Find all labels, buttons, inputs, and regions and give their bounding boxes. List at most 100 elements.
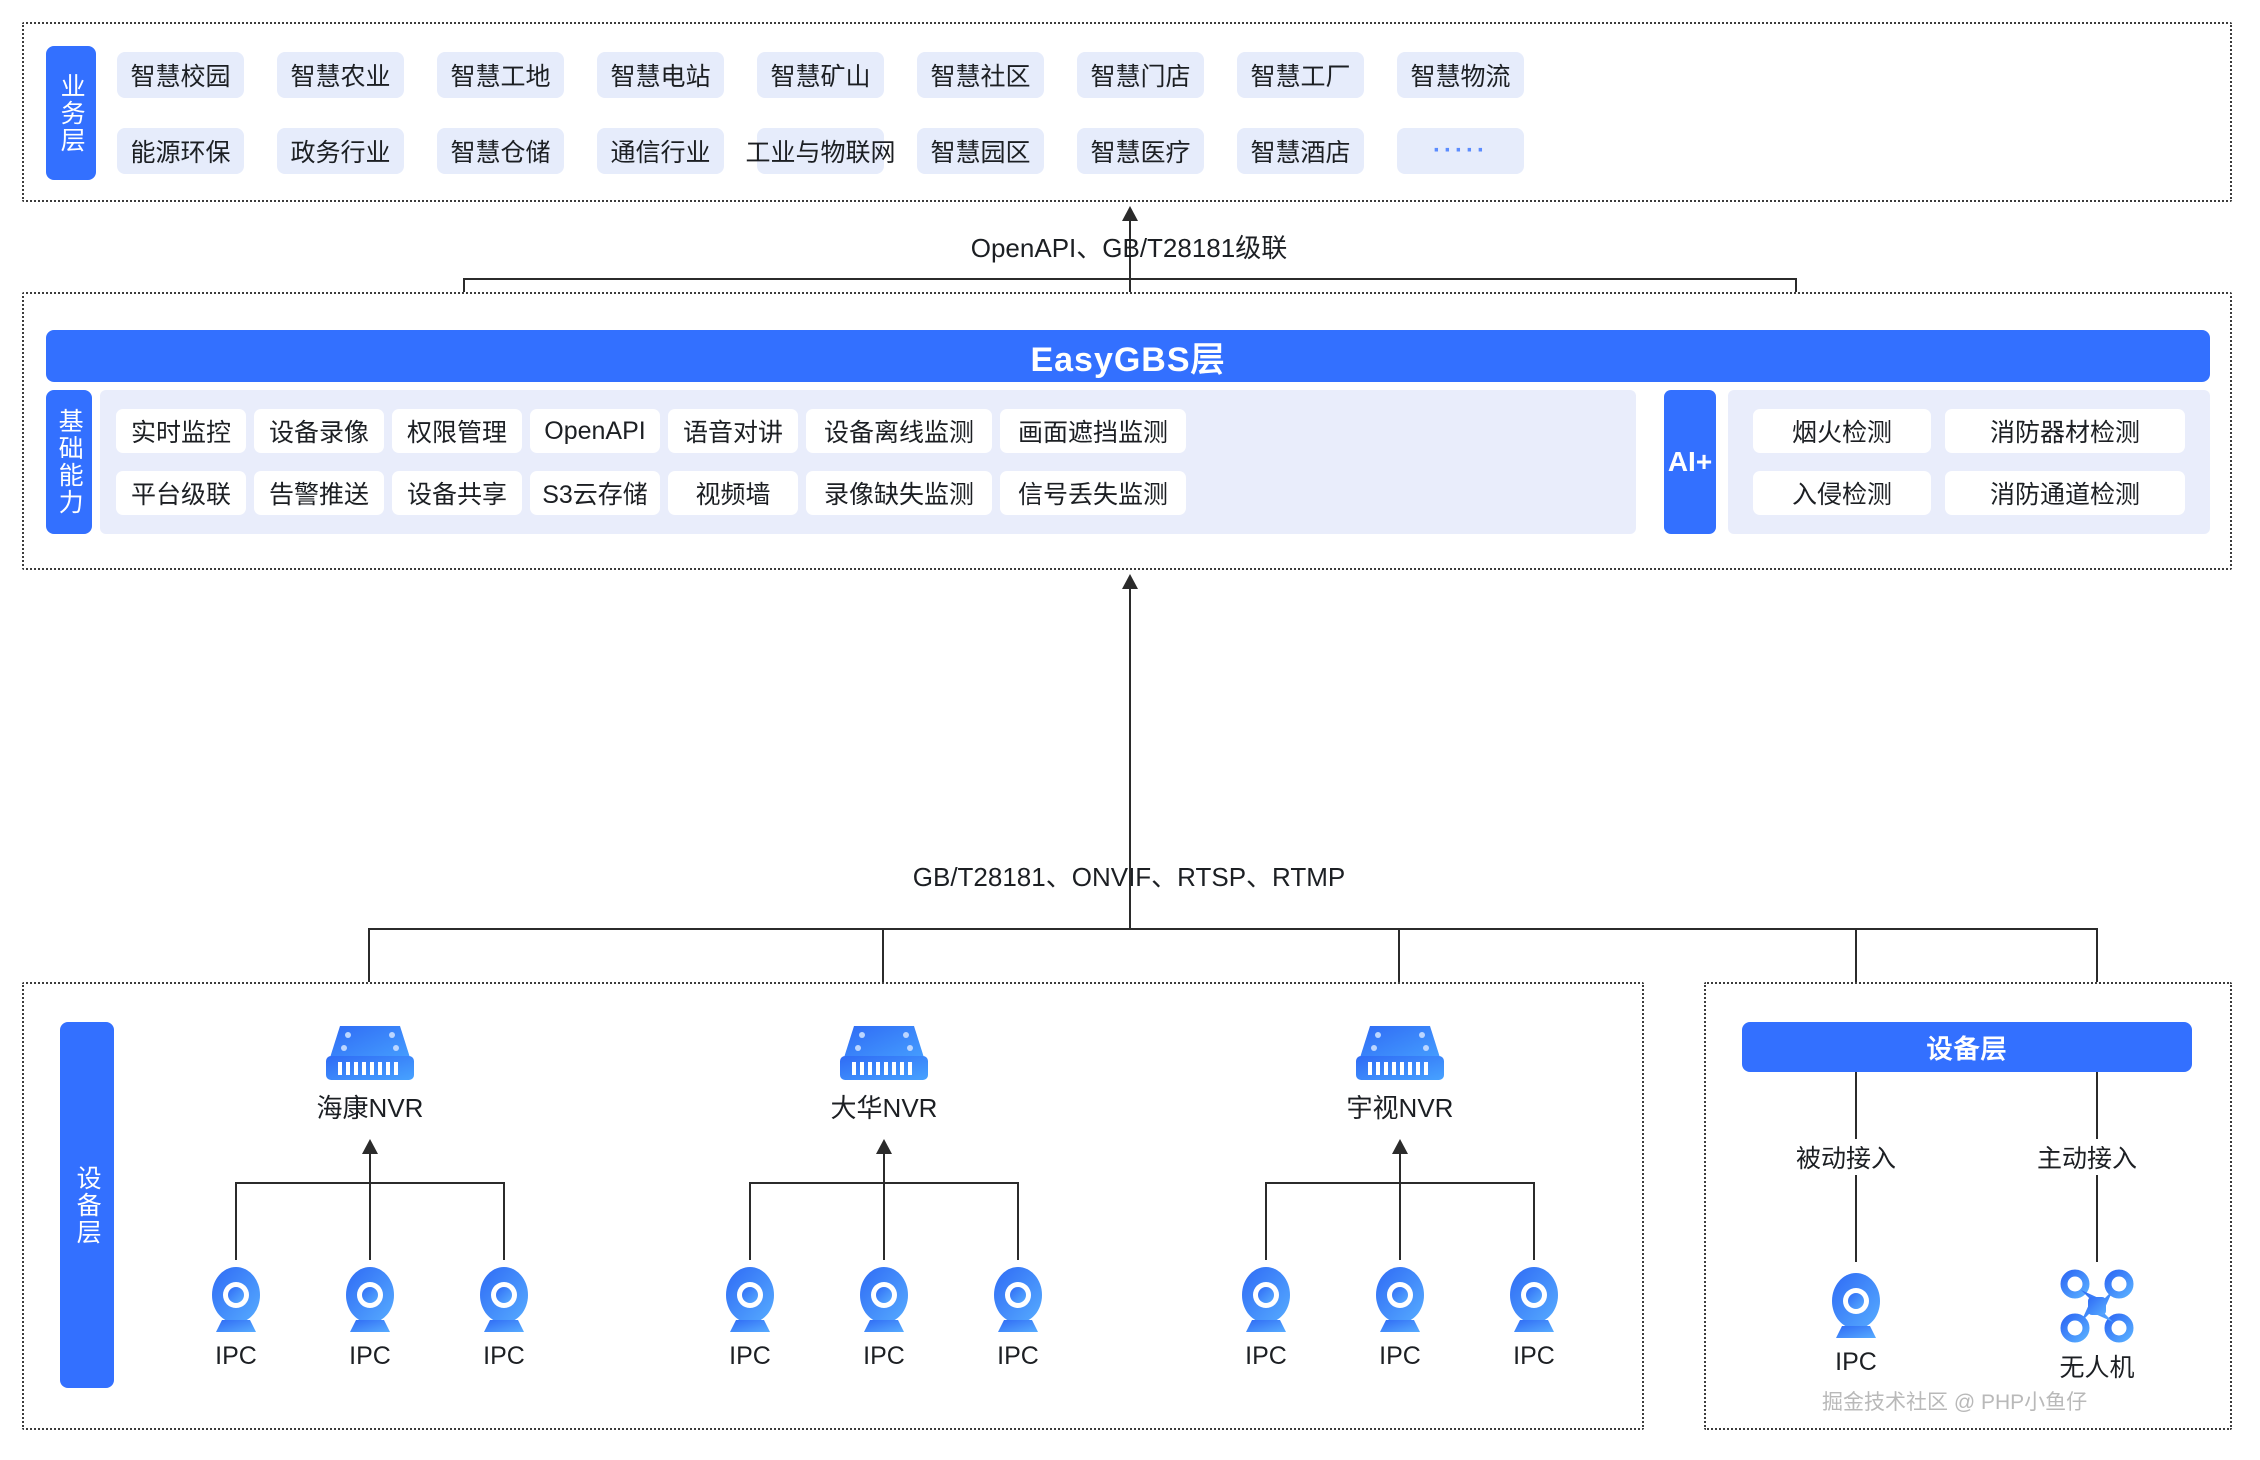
camera-node[interactable]: IPC (838, 1262, 930, 1371)
camera-node[interactable]: IPC (1488, 1262, 1580, 1371)
bottom-connector-branch-3 (1398, 928, 1400, 986)
ai-chip-label: 烟火检测 (1791, 419, 1892, 447)
bottom-connector-hline (368, 928, 2097, 930)
nvr-label: 大华NVR (830, 1093, 938, 1123)
camera-node[interactable]: IPC (704, 1262, 796, 1371)
nvr-icon (326, 1026, 414, 1080)
camera-node[interactable]: IPC (972, 1262, 1064, 1371)
business-chip[interactable]: 智慧门店 (1077, 52, 1204, 98)
camera-icon (1832, 1273, 1880, 1338)
business-chip[interactable]: 智慧园区 (917, 128, 1044, 174)
capability-chip[interactable]: 告警推送 (254, 471, 384, 515)
ai-chip[interactable]: 入侵检测 (1753, 471, 1931, 515)
camera-icon (480, 1267, 528, 1332)
capability-chip[interactable]: 视频墙 (668, 471, 798, 515)
bottom-connector-vline-upper (1129, 589, 1131, 629)
nvr-icon (840, 1026, 928, 1080)
nvr-child-line (749, 1182, 751, 1260)
camera-node[interactable]: IPC (1220, 1262, 1312, 1371)
capability-strip-label: 基础能力 (55, 408, 84, 516)
nvr-node[interactable]: 宇视NVR (1315, 1022, 1485, 1125)
top-connector-vline-upper (1129, 221, 1131, 281)
capability-chip-label: 信号丢失监测 (1017, 481, 1168, 509)
device-layer-left-strip: 设备层 (60, 1022, 114, 1388)
business-chip[interactable]: 工业与物联网 (746, 128, 896, 174)
camera-label: IPC (483, 1342, 525, 1370)
camera-icon (1242, 1267, 1290, 1332)
ai-chip[interactable]: 消防器材检测 (1945, 409, 2185, 453)
capability-chip[interactable]: 信号丢失监测 (1000, 471, 1186, 515)
capability-chip[interactable]: 画面遮挡监测 (1000, 409, 1186, 453)
business-chip-label: 能源环保 (130, 139, 231, 167)
camera-node-passive[interactable]: IPC (1810, 1268, 1902, 1377)
business-chip[interactable]: 智慧仓储 (437, 128, 564, 174)
business-chip[interactable]: 智慧酒店 (1237, 128, 1364, 174)
business-chip[interactable]: 智慧校园 (117, 52, 244, 98)
nvr-node[interactable]: 大华NVR (799, 1022, 969, 1125)
business-chip-label: 智慧工厂 (1250, 63, 1351, 91)
camera-icon (726, 1267, 774, 1332)
top-connector-hline (463, 278, 1797, 280)
drone-node[interactable]: 无人机 (2051, 1268, 2143, 1384)
business-chip-label: 智慧仓储 (450, 139, 551, 167)
nvr-group-vline (369, 1154, 371, 1184)
capability-chip-label: 告警推送 (268, 481, 369, 509)
camera-node[interactable]: IPC (190, 1262, 282, 1371)
nvr-child-line (235, 1182, 237, 1260)
business-chip[interactable]: 智慧物流 (1397, 52, 1524, 98)
business-chip[interactable]: 智慧社区 (917, 52, 1044, 98)
business-chip[interactable]: 智慧矿山 (757, 52, 884, 98)
ai-chip[interactable]: 消防通道检测 (1945, 471, 2185, 515)
ai-plus-label: AI+ (1667, 446, 1713, 477)
capability-chip[interactable]: 设备离线监测 (806, 409, 992, 453)
capability-chip[interactable]: 实时监控 (116, 409, 246, 453)
nvr-group-vline (883, 1154, 885, 1184)
business-chip-label: 智慧园区 (930, 139, 1031, 167)
nvr-group-arrow-icon (876, 1139, 892, 1154)
nvr-child-line (1017, 1182, 1019, 1260)
business-chip-label: 智慧农业 (290, 63, 391, 91)
capability-chip[interactable]: 权限管理 (392, 409, 522, 453)
capability-chip[interactable]: OpenAPI (530, 409, 660, 453)
business-chip[interactable]: 政务行业 (277, 128, 404, 174)
business-chip-more[interactable]: ····· (1397, 128, 1524, 174)
business-chip[interactable]: 通信行业 (597, 128, 724, 174)
capability-chip[interactable]: 平台级联 (116, 471, 246, 515)
business-chip[interactable]: 智慧工地 (437, 52, 564, 98)
camera-label: IPC (215, 1342, 257, 1370)
nvr-node[interactable]: 海康NVR (285, 1022, 455, 1125)
camera-icon (994, 1267, 1042, 1332)
camera-node[interactable]: IPC (458, 1262, 550, 1371)
business-chip[interactable]: 智慧工厂 (1237, 52, 1364, 98)
business-chip-label: 智慧校园 (130, 63, 231, 91)
capability-chip[interactable]: 设备录像 (254, 409, 384, 453)
capability-chip-label: 设备录像 (268, 419, 369, 447)
bottom-connector-branch-5 (2096, 928, 2098, 986)
nvr-child-line (503, 1182, 505, 1260)
capability-strip: 基础能力 (46, 390, 92, 534)
capability-chip-label: 语音对讲 (682, 419, 783, 447)
capability-chip[interactable]: 语音对讲 (668, 409, 798, 453)
business-chip-label: 政务行业 (290, 139, 391, 167)
business-chip[interactable]: 智慧电站 (597, 52, 724, 98)
business-layer-strip-label: 业务层 (57, 72, 86, 154)
camera-icon (1376, 1267, 1424, 1332)
business-chip[interactable]: 能源环保 (117, 128, 244, 174)
capability-chip[interactable]: 设备共享 (392, 471, 522, 515)
camera-label: IPC (349, 1342, 391, 1370)
capability-chip[interactable]: S3云存储 (530, 471, 660, 515)
camera-icon (212, 1267, 260, 1332)
passive-access-label: 被动接入 (1790, 1139, 1903, 1175)
camera-node[interactable]: IPC (324, 1262, 416, 1371)
ai-chip[interactable]: 烟火检测 (1753, 409, 1931, 453)
camera-label: IPC (1513, 1342, 1555, 1370)
business-chip[interactable]: 智慧医疗 (1077, 128, 1204, 174)
business-chip[interactable]: 智慧农业 (277, 52, 404, 98)
ai-chip-label: 入侵检测 (1791, 481, 1892, 509)
camera-icon (346, 1267, 394, 1332)
capability-chip[interactable]: 录像缺失监测 (806, 471, 992, 515)
business-chip-label: 智慧门店 (1090, 63, 1191, 91)
nvr-group-arrow-icon (362, 1139, 378, 1154)
camera-node[interactable]: IPC (1354, 1262, 1446, 1371)
active-access-label: 主动接入 (2031, 1139, 2144, 1175)
